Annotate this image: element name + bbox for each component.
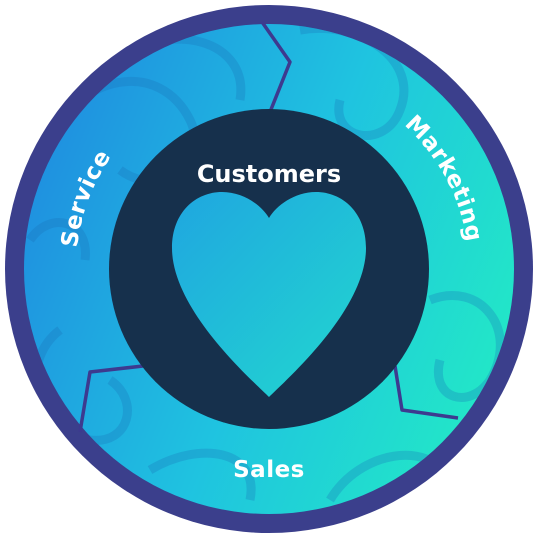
heart-icon [172,192,366,397]
center-title: Customers [197,160,341,188]
segment-dividers [78,20,459,433]
segment-label-sales: Sales [233,457,305,483]
